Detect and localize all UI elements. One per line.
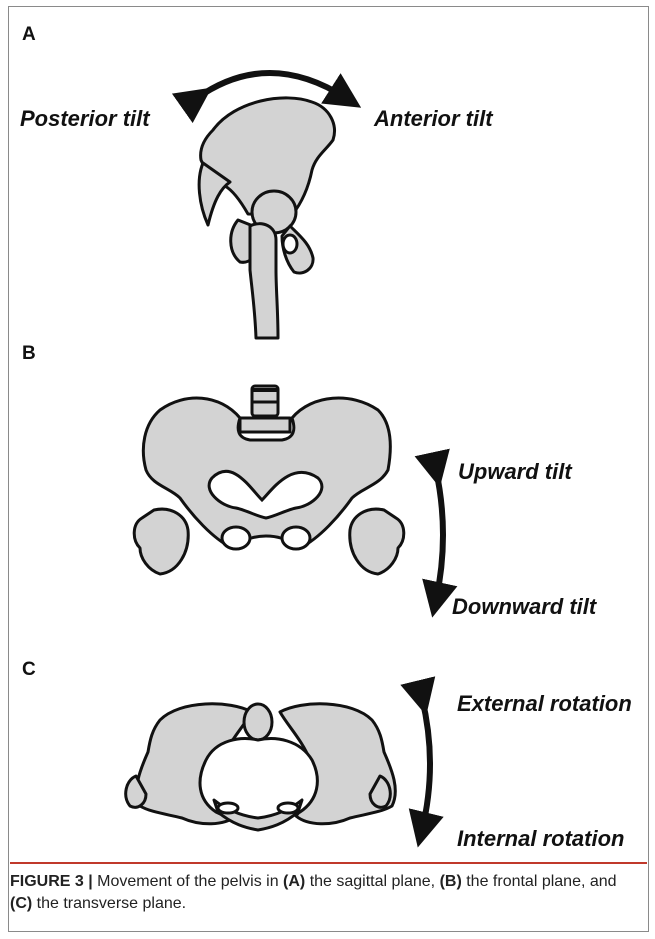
caption-text-1: Movement of the pelvis in bbox=[93, 873, 283, 890]
caption-text-3: the frontal plane, and bbox=[462, 873, 617, 890]
tilt-arrow-b bbox=[436, 470, 443, 600]
figure-caption: FIGURE 3 | Movement of the pelvis in (A)… bbox=[10, 871, 640, 915]
caption-ref-a: (A) bbox=[283, 873, 305, 890]
sagittal-pelvis-drawing bbox=[197, 73, 346, 338]
caption-rule bbox=[10, 862, 647, 864]
transverse-pelvis-drawing bbox=[126, 698, 430, 830]
caption-text-2: the sagittal plane, bbox=[305, 873, 439, 890]
frontal-pelvis-drawing bbox=[134, 386, 443, 600]
caption-ref-b: (B) bbox=[440, 873, 462, 890]
caption-text-4: the transverse plane. bbox=[32, 895, 186, 912]
rotation-arrow-c bbox=[422, 698, 430, 830]
caption-figure-label: FIGURE 3 | bbox=[10, 873, 93, 890]
tilt-arrow-a bbox=[197, 73, 346, 98]
caption-ref-c: (C) bbox=[10, 895, 32, 912]
